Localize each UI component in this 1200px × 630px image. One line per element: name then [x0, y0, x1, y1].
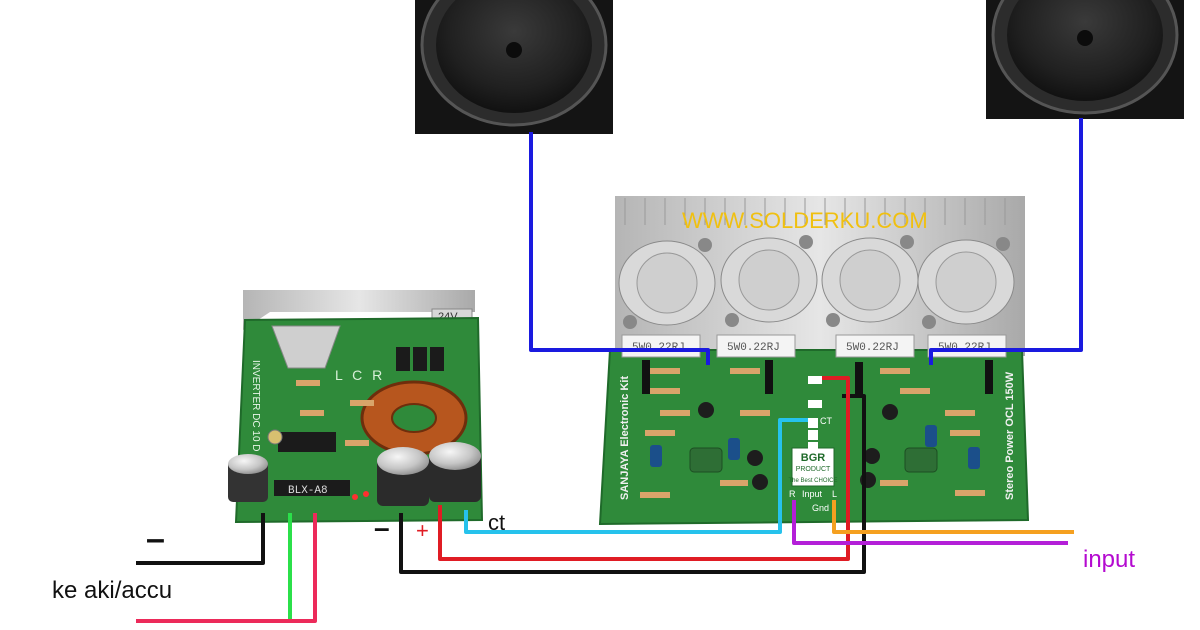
speaker-left-wire: [529, 132, 710, 365]
amplifier-components: [640, 360, 993, 498]
input-label: input: [1083, 546, 1136, 573]
battery-negative-label: –: [146, 520, 165, 558]
transistor-3: [821, 235, 919, 327]
bgr-logo: BGR PRODUCT The Best CHOICE: [788, 447, 838, 487]
negative-supply-wire: [399, 394, 866, 574]
battery-label: ke aki/accu: [52, 577, 173, 604]
bgr-logo-top: BGR: [801, 452, 826, 464]
resistor-label-2: 5W0.22RJ: [727, 342, 780, 354]
wiring: [136, 118, 1083, 623]
inverter-side-text: INVERTER DC 10 D: [250, 360, 261, 452]
speaker-right: [986, 0, 1184, 119]
inverter-ics: [274, 347, 444, 496]
inverter-board: 24V L C R INVERTER DC 10 D BLX-A8: [228, 290, 484, 524]
battery-positive-wire: [136, 513, 317, 623]
bgr-logo-bottom: The Best CHOICE: [788, 478, 837, 484]
center-tap-label: ct: [488, 510, 506, 535]
output-positive-label: +: [416, 518, 429, 543]
speaker-right-wire: [929, 118, 1083, 365]
amplifier-model-text: Stereo Power OCL 150W: [1004, 371, 1016, 500]
positive-supply-wire: [438, 376, 850, 561]
pin-label-r: R: [789, 489, 796, 499]
speaker-left: [415, 0, 613, 134]
center-tap-wire: [464, 418, 808, 534]
resistor-label-3: 5W0.22RJ: [846, 342, 899, 354]
inverter-chip-label: BLX-A8: [288, 485, 328, 497]
input-wire-purple: [792, 500, 1068, 545]
transistor-2: [720, 235, 818, 327]
inverter-brand: L C R: [335, 367, 385, 383]
pin-label-ct: CT: [820, 416, 832, 426]
input-wire-orange: [832, 500, 1074, 534]
battery-negative-wire: [136, 513, 265, 565]
inverter-heatsink: [243, 290, 475, 330]
output-negative-label: –: [374, 512, 390, 543]
pin-label-gnd: Gnd: [812, 503, 829, 513]
amplifier-watermark: WWW.SOLDERKU.COM: [682, 208, 928, 233]
transistor-4: [917, 237, 1015, 329]
bgr-logo-mid: PRODUCT: [796, 466, 831, 473]
amplifier-brand-text: SANJAYA Electronic Kit: [619, 376, 631, 500]
transistor-1: [618, 238, 716, 329]
amplifier-board: 5W0.22RJ 5W0.22RJ 5W0.22RJ 5W0.22RJ: [598, 196, 1030, 526]
power-transistors: [618, 235, 1015, 329]
filter-capacitors: [228, 442, 481, 506]
pin-label-input: Input: [802, 489, 823, 499]
pin-label-l: L: [832, 489, 837, 499]
